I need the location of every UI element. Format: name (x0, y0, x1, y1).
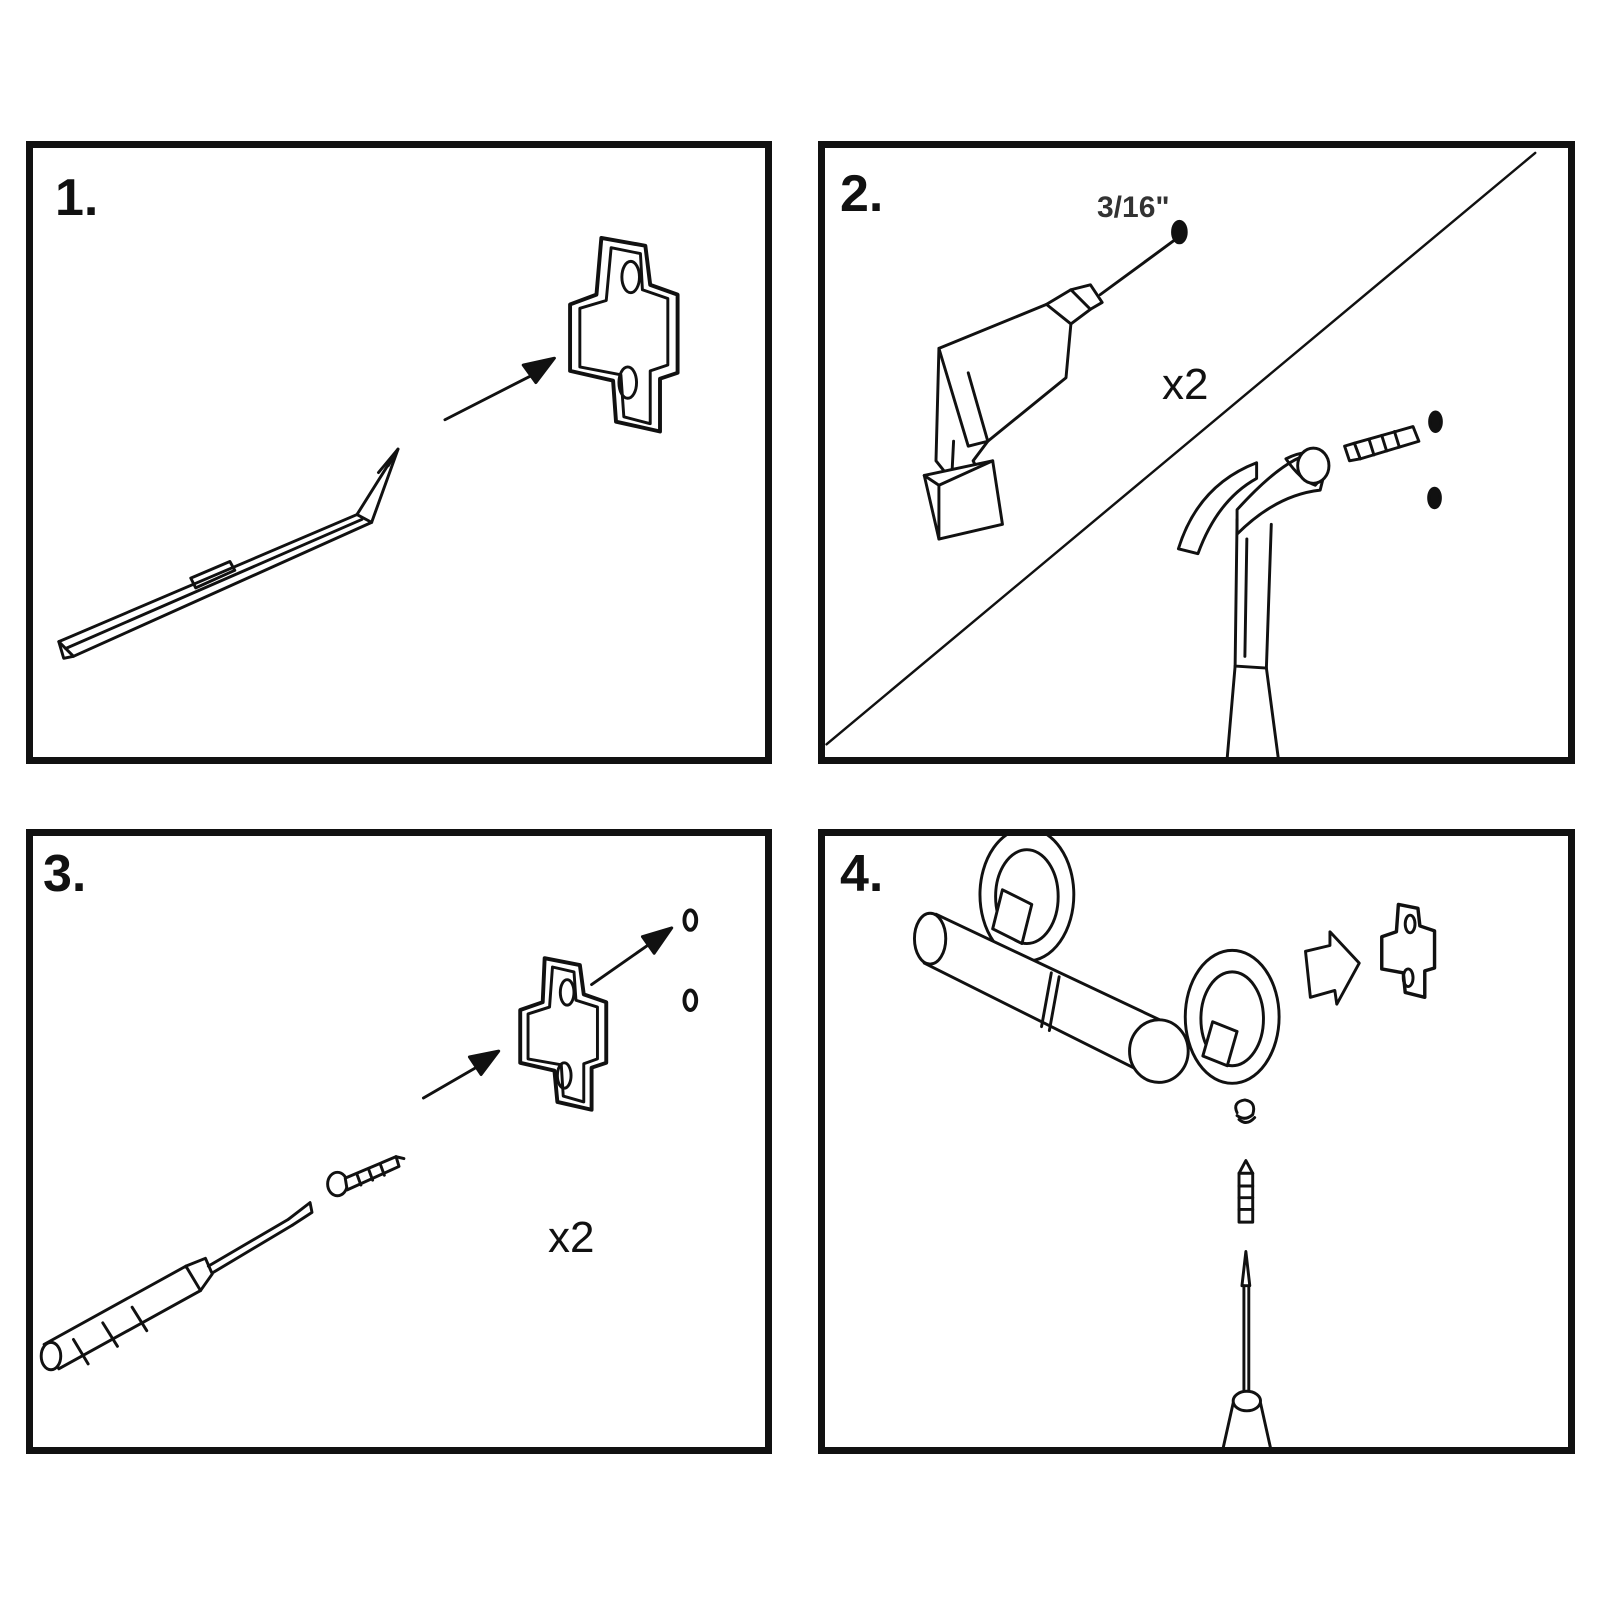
arrow-icon (421, 1049, 501, 1100)
step-number: 3. (43, 845, 87, 903)
toilet-paper-holder-icon (912, 836, 1281, 1085)
arrow-icon (443, 356, 556, 422)
step-2-panel: 2. 3/16" x2 (818, 141, 1575, 764)
drill-hole-marker (1171, 219, 1188, 245)
screwdriver-icon (1221, 1250, 1272, 1447)
drill-hole-marker (1427, 486, 1442, 510)
drill-icon (922, 239, 1175, 541)
washer-icon (1234, 1098, 1257, 1124)
screwdriver-icon (39, 1201, 314, 1372)
mounting-bracket-icon (1380, 902, 1437, 1000)
wall-anchor-icon (1343, 425, 1421, 463)
step-number: 4. (840, 845, 884, 903)
step-number: 1. (55, 169, 99, 227)
step-4-illustration (912, 836, 1437, 1447)
step-1-panel: 1. (26, 141, 772, 764)
drill-hole-marker (1428, 410, 1443, 433)
mounting-bracket-icon (568, 235, 680, 434)
step-number: 2. (840, 165, 884, 223)
drill-size-label: 3/16" (1097, 191, 1170, 224)
arrow-icon (1304, 930, 1361, 1006)
wall-anchor-hole (682, 908, 699, 932)
screw-icon (326, 1155, 406, 1198)
multiplier-label: x2 (1162, 360, 1209, 409)
step-2-illustration (825, 151, 1537, 757)
wall-anchor-hole (682, 988, 699, 1012)
step-1-illustration (57, 235, 680, 660)
step-3-panel: 3. x2 (26, 829, 772, 1454)
set-screw-icon (1237, 1159, 1255, 1224)
wall-corner-line (825, 151, 1537, 746)
step-4-panel: 4. (818, 829, 1575, 1454)
pencil-icon (57, 447, 400, 660)
arrow-icon (590, 926, 674, 987)
step-3-illustration (39, 908, 699, 1372)
multiplier-label: x2 (548, 1213, 595, 1262)
mounting-bracket-icon (518, 956, 609, 1112)
hammer-icon (1176, 446, 1331, 757)
